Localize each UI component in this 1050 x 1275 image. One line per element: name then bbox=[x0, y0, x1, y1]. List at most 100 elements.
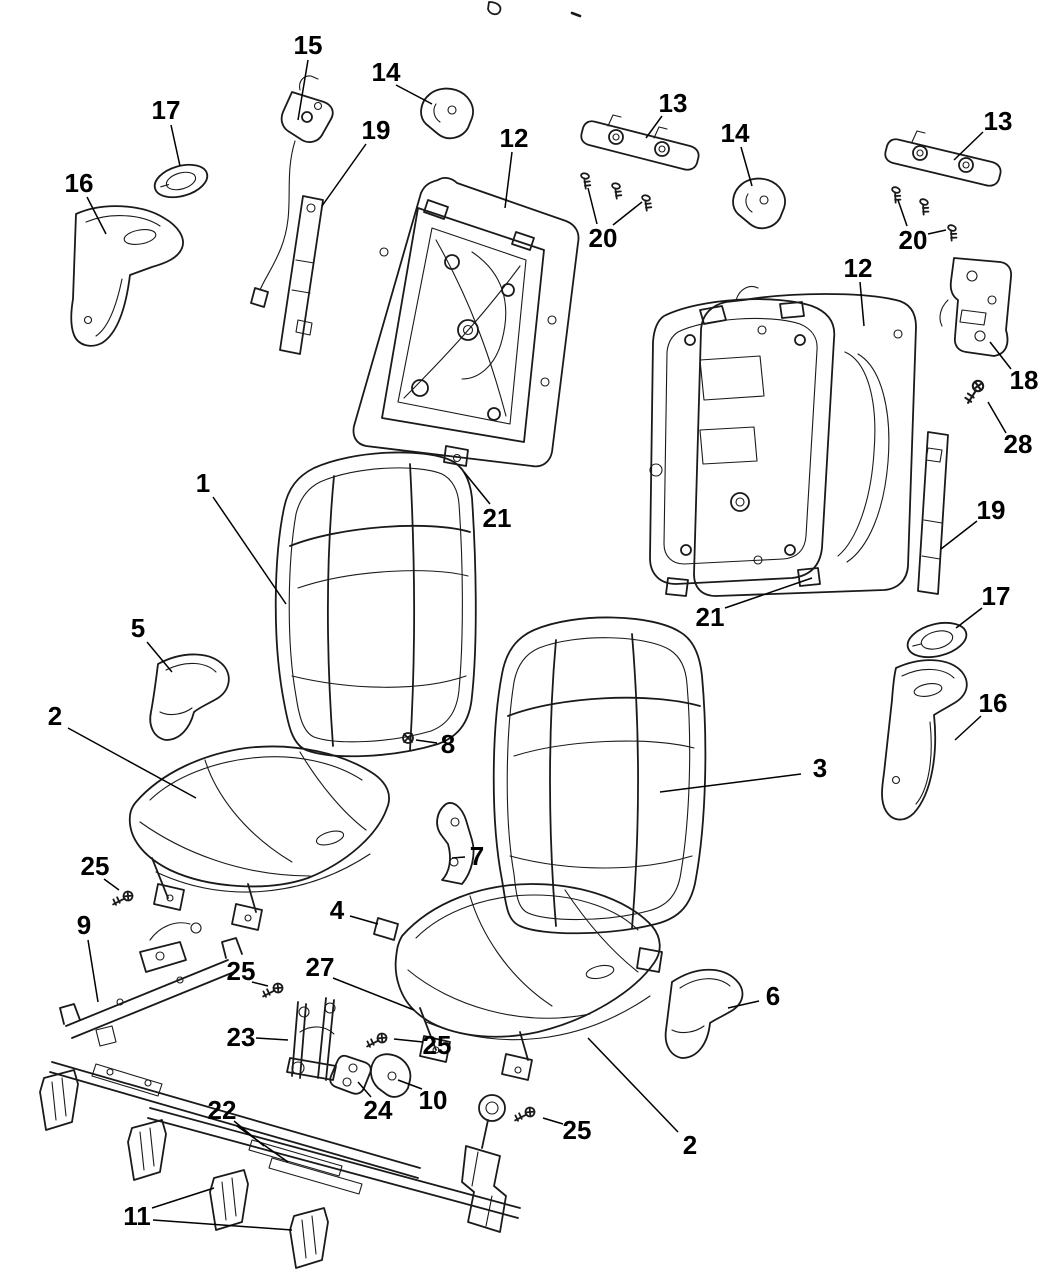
callout-13: 13 bbox=[659, 88, 688, 118]
cushion-2-right bbox=[373, 883, 663, 1081]
callout-22: 22 bbox=[208, 1095, 237, 1125]
callout-leader-20 bbox=[927, 229, 947, 235]
callout-leader-25 bbox=[393, 1038, 424, 1043]
callout-24: 24 bbox=[364, 1095, 393, 1125]
trim-16-right bbox=[881, 659, 968, 821]
latch-cable-assembly-15 bbox=[250, 75, 334, 308]
callout-leader-10 bbox=[397, 1079, 423, 1090]
callout-leader-21 bbox=[463, 471, 491, 505]
callout-25: 25 bbox=[423, 1030, 452, 1060]
latch-bar-13-right bbox=[884, 130, 1002, 187]
link-24 bbox=[329, 1054, 372, 1095]
callout-leader-5 bbox=[146, 641, 173, 673]
callout-leader-9 bbox=[87, 939, 99, 1003]
callout-21: 21 bbox=[483, 503, 512, 533]
callout-leader-1 bbox=[212, 496, 287, 605]
seatback-frame-21-right bbox=[649, 285, 836, 597]
seatback-frame-21-left bbox=[381, 199, 545, 467]
bracket-14-left bbox=[420, 87, 474, 140]
callout-leader-17 bbox=[955, 607, 983, 629]
callout-leader-16 bbox=[954, 715, 982, 741]
callout-leader-15 bbox=[297, 59, 309, 121]
callout-leader-6 bbox=[727, 1000, 760, 1009]
callout-leader-19 bbox=[321, 143, 367, 207]
strap-19-right bbox=[917, 431, 949, 595]
callout-28: 28 bbox=[1004, 429, 1033, 459]
callout-14: 14 bbox=[721, 118, 750, 148]
callout-leader-12 bbox=[504, 151, 513, 209]
escutcheon-17-left bbox=[153, 163, 209, 199]
callout-20: 20 bbox=[899, 225, 928, 255]
bracket-18 bbox=[939, 257, 1013, 357]
seat-back-1 bbox=[274, 451, 477, 758]
trim-16-left bbox=[70, 205, 184, 347]
callout-2: 2 bbox=[683, 1130, 697, 1160]
callout-5: 5 bbox=[131, 613, 145, 643]
seat-back-3 bbox=[492, 616, 707, 935]
callout-leader-28 bbox=[987, 401, 1007, 434]
callout-15: 15 bbox=[294, 30, 323, 60]
strap-19-left bbox=[279, 195, 324, 355]
callout-14: 14 bbox=[372, 57, 401, 87]
callout-25: 25 bbox=[227, 956, 256, 986]
callout-leader-25 bbox=[251, 981, 269, 987]
callout-leader-25 bbox=[542, 1117, 564, 1125]
callout-23: 23 bbox=[227, 1022, 256, 1052]
callout-leader-14 bbox=[395, 84, 433, 105]
callout-leader-27 bbox=[332, 977, 415, 1011]
track-assembly bbox=[49, 1061, 521, 1219]
screw-28 bbox=[963, 378, 986, 407]
callout-11: 11 bbox=[123, 1201, 151, 1231]
callout-leader-20 bbox=[612, 201, 643, 226]
callout-13: 13 bbox=[984, 106, 1013, 136]
callout-leader-8 bbox=[415, 739, 438, 744]
top-edge-artifact bbox=[487, 1, 582, 18]
callout-leader-23 bbox=[255, 1037, 289, 1041]
callout-leader-2 bbox=[587, 1037, 679, 1133]
callout-27: 27 bbox=[306, 952, 335, 982]
trim-6 bbox=[664, 968, 744, 1059]
callout-leader-18 bbox=[989, 341, 1012, 370]
callout-leader-16 bbox=[86, 196, 107, 235]
callout-leader-19 bbox=[940, 520, 978, 550]
callout-21: 21 bbox=[696, 602, 725, 632]
callout-leader-7 bbox=[451, 856, 466, 859]
callout-8: 8 bbox=[441, 729, 455, 759]
trim-5 bbox=[149, 653, 230, 741]
callout-19: 19 bbox=[977, 495, 1006, 525]
callout-leader-24 bbox=[357, 1081, 372, 1098]
exploded-drawing bbox=[39, 1, 1013, 1269]
callout-25: 25 bbox=[563, 1115, 592, 1145]
callout-leader-14 bbox=[740, 146, 753, 187]
rail-assembly-9 bbox=[59, 922, 243, 1047]
callout-leader-4 bbox=[349, 915, 379, 925]
callout-16: 16 bbox=[65, 168, 94, 198]
escutcheon-17-right bbox=[906, 621, 968, 659]
callout-16: 16 bbox=[979, 688, 1008, 718]
callout-leader-21 bbox=[724, 577, 813, 609]
rear-foot-assembly bbox=[461, 1094, 507, 1233]
callout-leader-13 bbox=[645, 115, 663, 139]
callout-7: 7 bbox=[470, 841, 484, 871]
callout-leader-2 bbox=[67, 727, 197, 799]
callout-leader-12 bbox=[859, 281, 865, 327]
callout-3: 3 bbox=[813, 753, 827, 783]
adjuster-23 bbox=[286, 997, 337, 1081]
callout-2: 2 bbox=[48, 701, 62, 731]
bracket-14-right bbox=[732, 177, 786, 230]
feet-11 bbox=[39, 1069, 329, 1269]
bolt-8 bbox=[402, 732, 414, 744]
callout-19: 19 bbox=[362, 115, 391, 145]
callout-leader-11 bbox=[152, 1219, 293, 1231]
callout-20: 20 bbox=[589, 223, 618, 253]
callout-leader-13 bbox=[953, 131, 984, 161]
callout-18: 18 bbox=[1010, 365, 1039, 395]
callout-leader-25 bbox=[103, 878, 120, 891]
seatback-panel-12-right bbox=[693, 293, 917, 597]
screws-25 bbox=[109, 885, 538, 1129]
callout-leader-17 bbox=[170, 124, 181, 167]
callout-leader-20 bbox=[897, 199, 908, 227]
